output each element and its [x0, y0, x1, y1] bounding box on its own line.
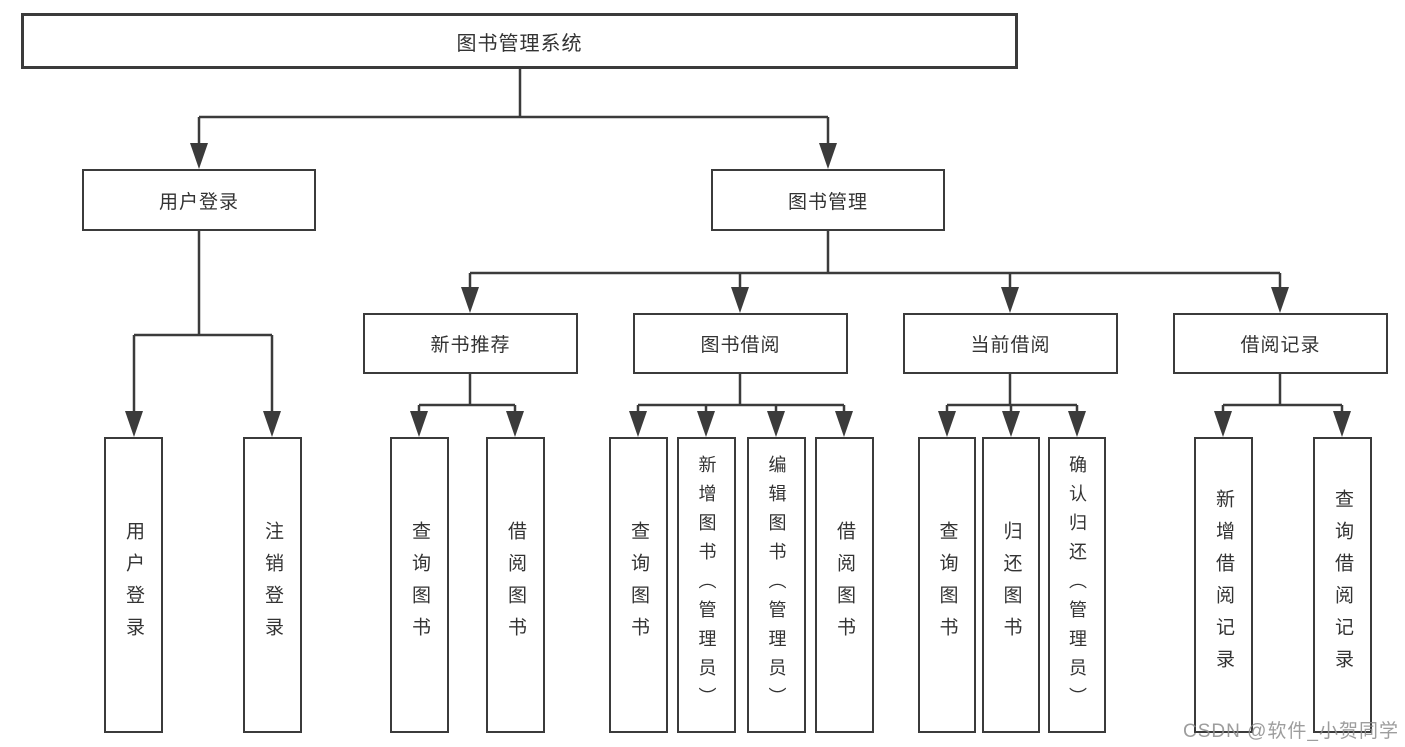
leaf-search-borrow-record: 查询借阅记录	[1313, 437, 1372, 733]
node-user-login: 用户登录	[82, 169, 316, 231]
leaf-confirm-return-admin: 确认归还（管理员）	[1048, 437, 1106, 733]
connector-current-borrow-children	[938, 374, 1086, 437]
node-current-borrow: 当前借阅	[903, 313, 1118, 374]
connector-book-borrow-children	[629, 374, 853, 437]
leaf-search-books-borrow: 查询图书	[609, 437, 668, 733]
csdn-watermark: CSDN @软件_小贺同学	[1183, 721, 1399, 742]
leaf-search-books-current: 查询图书	[918, 437, 976, 733]
connector-book-management-to-level3	[461, 231, 1289, 313]
leaf-return-book: 归还图书	[982, 437, 1040, 733]
leaf-add-borrow-record: 新增借阅记录	[1194, 437, 1253, 733]
leaf-borrow-books: 借阅图书	[815, 437, 874, 733]
node-book-management: 图书管理	[711, 169, 945, 231]
node-library-management-system: 图书管理系统	[21, 13, 1018, 69]
leaf-edit-book-admin: 编辑图书（管理员）	[747, 437, 806, 733]
connector-root-to-level2	[190, 69, 837, 169]
node-new-book-recommend: 新书推荐	[363, 313, 578, 374]
leaf-user-login: 用户登录	[104, 437, 163, 733]
connector-user-login-children	[125, 231, 281, 437]
node-borrow-record: 借阅记录	[1173, 313, 1388, 374]
leaf-borrow-books-recommend: 借阅图书	[486, 437, 545, 733]
leaf-add-book-admin: 新增图书（管理员）	[677, 437, 736, 733]
leaf-search-books-recommend: 查询图书	[390, 437, 449, 733]
node-book-borrow: 图书借阅	[633, 313, 848, 374]
leaf-logout: 注销登录	[243, 437, 302, 733]
connector-new-book-recommend-children	[410, 374, 524, 437]
connector-borrow-record-children	[1214, 374, 1351, 437]
